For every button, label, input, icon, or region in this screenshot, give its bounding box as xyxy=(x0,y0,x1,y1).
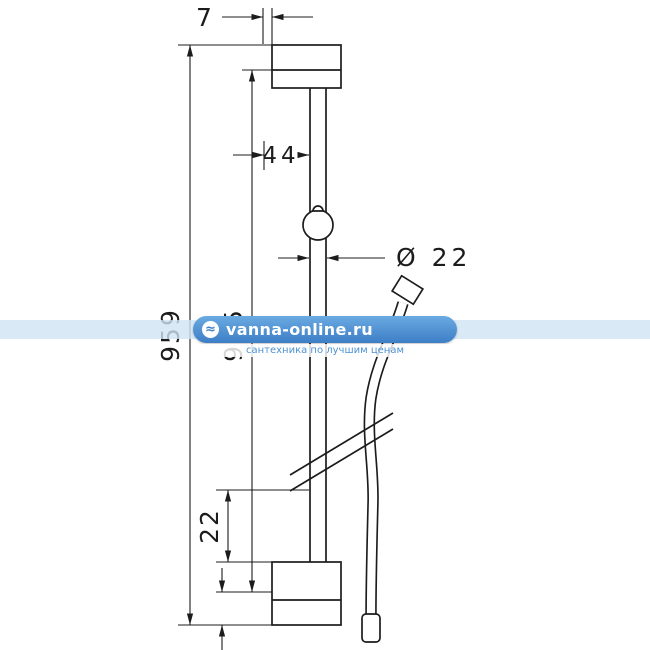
hose-bottom-fitting xyxy=(361,613,381,643)
break-line-lower xyxy=(289,428,394,492)
waves-icon: ≈ xyxy=(202,321,219,338)
dim-label-7: 7 xyxy=(196,3,214,32)
watermark-band-left xyxy=(0,320,196,339)
break-line-upper xyxy=(289,412,394,476)
dim-label-44: 44 xyxy=(262,143,299,169)
dim-label-22: 22 xyxy=(195,508,224,544)
dimension-rail-diameter: Ø 22 xyxy=(278,243,471,272)
dim-label-diameter: Ø 22 xyxy=(396,243,471,272)
watermark-band-right xyxy=(454,320,650,339)
watermark-tagline: сантехника по лучшим ценам xyxy=(193,344,457,357)
dimension-top-width: 7 xyxy=(196,3,313,45)
dimension-bottom-offset: 22 xyxy=(195,489,309,563)
bottom-wall-bracket xyxy=(271,561,342,626)
slider-knob-nub xyxy=(312,205,324,212)
watermark-site: vanna-online.ru xyxy=(226,320,373,339)
dimension-holder-offset: 44 xyxy=(233,141,309,170)
watermark-pill: ≈ vanna-online.ru xyxy=(193,316,457,343)
top-wall-bracket xyxy=(271,44,342,89)
hose-top-connector xyxy=(390,274,425,306)
slider-knob xyxy=(302,209,334,241)
